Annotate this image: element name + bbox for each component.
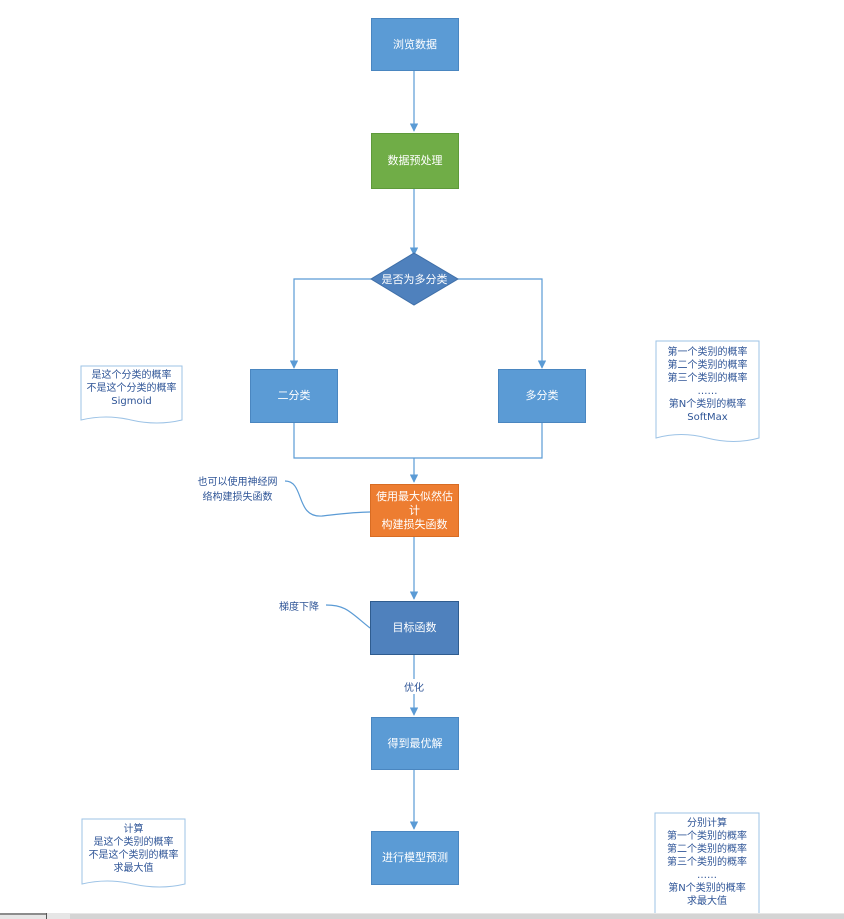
note-binary-top-line-2: 不是这个分类的概率 bbox=[86, 383, 177, 394]
node-predict[interactable]: 进行模型预测 bbox=[371, 831, 459, 885]
connectors bbox=[284, 71, 547, 830]
note-multi-bottom-line-1: 分别计算 bbox=[687, 818, 727, 829]
note-multi-top-line-6: SoftMax bbox=[687, 412, 728, 423]
note-binary-top: 是这个分类的概率 不是这个分类的概率 Sigmoid bbox=[81, 369, 182, 408]
decision-diamond[interactable] bbox=[370, 252, 459, 306]
node-optimal-solution[interactable]: 得到最优解 bbox=[371, 717, 459, 770]
note-multi-bottom-line-2: 第一个类别的概率 bbox=[667, 831, 747, 842]
annotation-gradient-descent-text: 梯度下降 bbox=[279, 602, 319, 613]
note-multi-top: 第一个类别的概率 第二个类别的概率 第三个类别的概率 …… 第N个类别的概率 S… bbox=[656, 346, 759, 424]
annotation-leader-gradient-descent bbox=[325, 604, 371, 629]
horizontal-scrollbar[interactable] bbox=[0, 913, 844, 919]
node-preprocess-label: 数据预处理 bbox=[387, 154, 443, 167]
node-objective[interactable]: 目标函数 bbox=[370, 601, 459, 655]
edge-decision-to-binary bbox=[289, 278, 371, 369]
note-multi-bottom-line-3: 第二个类别的概率 bbox=[667, 844, 747, 855]
node-mle[interactable]: 使用最大似然估计 构建损失函数 bbox=[370, 484, 459, 537]
note-multi-bottom-line-4: 第三个类别的概率 bbox=[667, 857, 747, 868]
note-shape-binary-top bbox=[80, 365, 183, 424]
scrollbar-thumb[interactable] bbox=[70, 914, 844, 919]
note-binary-top-line-3: Sigmoid bbox=[111, 396, 152, 407]
note-shape-binary-bottom bbox=[81, 818, 186, 888]
node-multiclass-label: 多分类 bbox=[525, 389, 559, 402]
node-browse-data[interactable]: 浏览数据 bbox=[371, 18, 459, 71]
note-multi-bottom-line-6: 第N个类别的概率 bbox=[668, 883, 746, 894]
note-shape-multi-top bbox=[655, 340, 760, 442]
note-multi-top-line-3: 第三个类别的概率 bbox=[667, 373, 748, 384]
note-multi-bottom-line-5: …… bbox=[697, 870, 717, 881]
note-binary-top-line-1: 是这个分类的概率 bbox=[91, 370, 172, 381]
note-multi-bottom: 分别计算 第一个类别的概率 第二个类别的概率 第三个类别的概率 …… 第N个类别… bbox=[655, 817, 759, 908]
annotation-neural-net-line-1: 也可以使用神经网 bbox=[197, 477, 278, 488]
node-multiclass[interactable]: 多分类 bbox=[498, 369, 586, 423]
edge-binary-merge bbox=[293, 423, 543, 459]
node-mle-line-2: 构建损失函数 bbox=[381, 517, 448, 531]
annotation-gradient-descent: 梯度下降 bbox=[272, 600, 326, 615]
decision-label: 是否为多分类 bbox=[371, 269, 458, 289]
note-binary-bottom-line-4: 求最大值 bbox=[113, 863, 154, 874]
note-binary-bottom-line-2: 是这个类别的概率 bbox=[93, 837, 174, 848]
node-browse-data-label: 浏览数据 bbox=[393, 37, 437, 51]
edge-decision-to-multiclass bbox=[458, 278, 547, 369]
note-multi-top-line-5: 第N个类别的概率 bbox=[668, 399, 747, 410]
annotation-leader-neural-net bbox=[284, 480, 371, 517]
node-optimal-solution-label: 得到最优解 bbox=[387, 736, 443, 750]
note-multi-bottom-line-7: 求最大值 bbox=[687, 896, 727, 907]
scrollbar-divider bbox=[46, 913, 47, 919]
edge-label-optimize: 优化 bbox=[402, 679, 426, 694]
node-binary[interactable]: 二分类 bbox=[250, 369, 338, 423]
note-binary-bottom-line-3: 不是这个类别的概率 bbox=[88, 850, 179, 861]
decision-text: 是否为多分类 bbox=[381, 273, 448, 286]
note-binary-bottom: 计算 是这个类别的概率 不是这个类别的概率 求最大值 bbox=[82, 823, 185, 875]
note-multi-top-line-1: 第一个类别的概率 bbox=[667, 347, 748, 358]
scrollbar-left-edge bbox=[0, 913, 46, 915]
node-preprocess[interactable]: 数据预处理 bbox=[371, 133, 459, 189]
note-shape-multi-bottom bbox=[654, 812, 760, 919]
node-binary-label: 二分类 bbox=[277, 389, 311, 402]
node-predict-label: 进行模型预测 bbox=[382, 851, 448, 864]
annotation-neural-net-line-2: 络构建损失函数 bbox=[202, 492, 273, 503]
note-binary-bottom-line-1: 计算 bbox=[123, 824, 144, 835]
node-objective-label: 目标函数 bbox=[392, 621, 437, 634]
note-multi-top-line-4: …… bbox=[697, 386, 718, 397]
annotation-neural-net: 也可以使用神经网 络构建损失函数 bbox=[190, 475, 285, 505]
node-mle-line-1: 使用最大似然估计 bbox=[376, 489, 453, 517]
note-multi-top-line-2: 第二个类别的概率 bbox=[667, 360, 748, 371]
